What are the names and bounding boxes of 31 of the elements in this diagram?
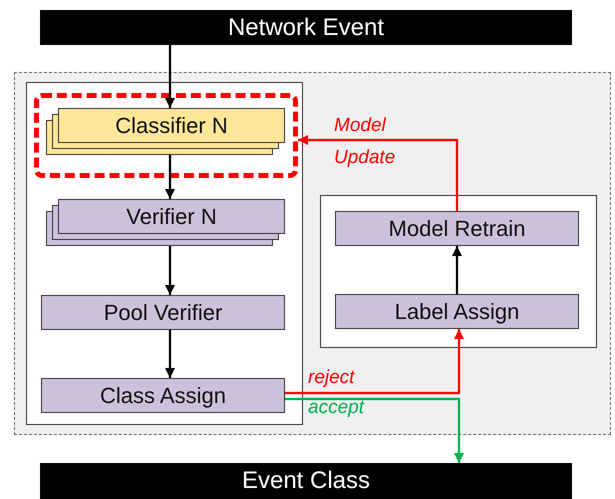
edge-label: reject bbox=[308, 367, 356, 390]
node-label: Model Retrain bbox=[388, 216, 526, 242]
edge-label: Model Update bbox=[334, 114, 396, 170]
process-box bbox=[41, 295, 285, 330]
arrow bbox=[165, 155, 175, 199]
arrow bbox=[285, 398, 464, 463]
node-label: Classifier N bbox=[114, 112, 229, 140]
title-bar bbox=[40, 10, 572, 45]
node-label: Network Event bbox=[228, 14, 384, 42]
panel-box bbox=[26, 82, 303, 425]
arrow bbox=[452, 246, 462, 294]
arrow bbox=[298, 135, 458, 211]
arrow bbox=[165, 246, 175, 295]
arrow bbox=[165, 330, 175, 378]
title-bar bbox=[40, 463, 572, 499]
process-box bbox=[41, 378, 285, 413]
panel-box bbox=[320, 195, 597, 348]
arrow bbox=[165, 45, 175, 108]
arrow bbox=[285, 329, 464, 394]
node-label: Verifier N bbox=[125, 203, 218, 231]
edge-label: accept bbox=[308, 397, 366, 420]
node-label: Pool Verifier bbox=[104, 300, 222, 326]
highlight-dashed-box bbox=[34, 93, 298, 178]
node-label: Label Assign bbox=[394, 298, 520, 324]
node-label: Event Class bbox=[242, 467, 370, 495]
dashed-region bbox=[14, 72, 611, 435]
stacked-process-box bbox=[46, 199, 285, 246]
process-box bbox=[335, 294, 579, 329]
process-box bbox=[335, 211, 579, 246]
node-label: Class Assign bbox=[100, 382, 226, 408]
stacked-process-box bbox=[46, 108, 285, 155]
